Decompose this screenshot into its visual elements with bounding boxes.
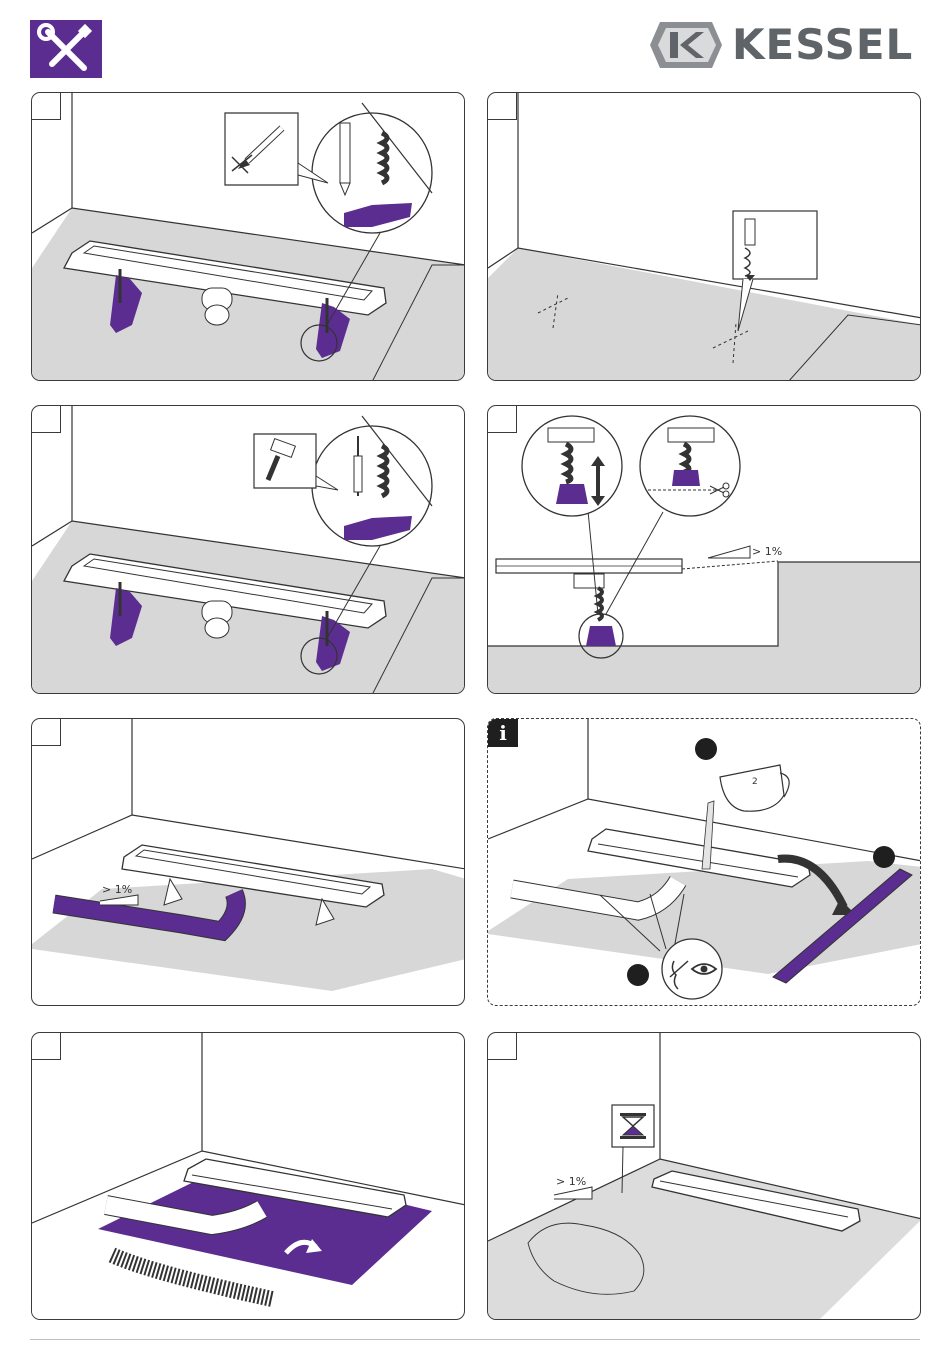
brand-name: KESSEL xyxy=(732,24,913,66)
panel-screed: > 1% xyxy=(487,1032,921,1320)
wrench-screwdriver-icon xyxy=(30,20,102,78)
panel-drill xyxy=(487,92,921,381)
slope-label: > 1% xyxy=(556,1175,586,1188)
slope-label: > 1% xyxy=(752,545,782,558)
jug-label: 2 xyxy=(752,777,758,787)
panel-sealing xyxy=(31,1032,465,1320)
eye-icon xyxy=(692,964,716,974)
footer-divider xyxy=(30,1339,920,1340)
panel-leak-test: i 2 xyxy=(487,718,921,1006)
panel-connect-pipe: > 1% xyxy=(31,718,465,1006)
panel-mark-feet xyxy=(31,92,465,381)
panel-anchor xyxy=(31,405,465,694)
tools-badge xyxy=(30,20,102,78)
jug-icon xyxy=(720,765,789,811)
slope-label: > 1% xyxy=(102,883,132,896)
kessel-logo-mark xyxy=(650,18,730,72)
kessel-logo: KESSEL xyxy=(650,18,922,72)
panel-level: > 1% xyxy=(487,405,921,694)
